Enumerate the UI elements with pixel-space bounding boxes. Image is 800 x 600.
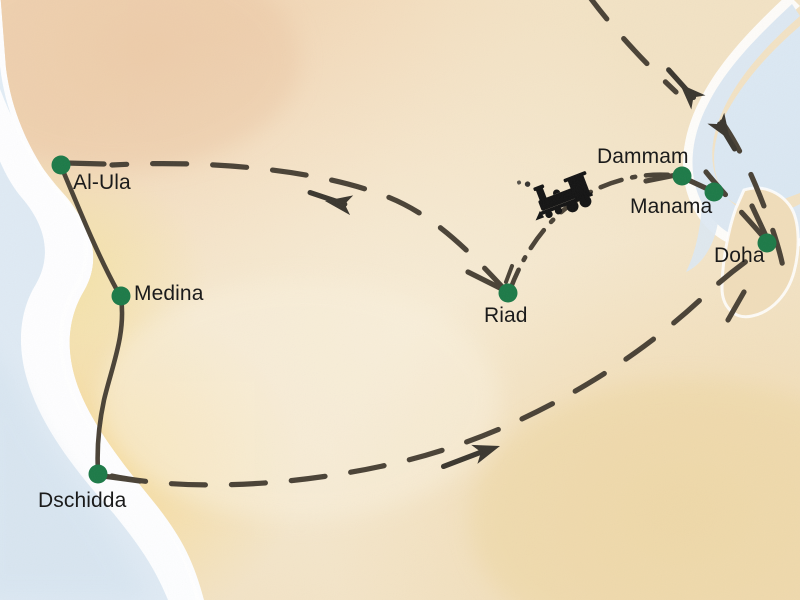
city-label-riad: Riad: [484, 304, 528, 327]
city-label-medina: Medina: [134, 282, 204, 305]
city-label-al-ula: Al-Ula: [73, 171, 131, 194]
city-label-doha: Doha: [714, 244, 765, 267]
city-label-dschidda: Dschidda: [38, 489, 127, 512]
city-label-manama: Manama: [630, 195, 713, 218]
city-label-dammam: Dammam: [597, 145, 689, 168]
